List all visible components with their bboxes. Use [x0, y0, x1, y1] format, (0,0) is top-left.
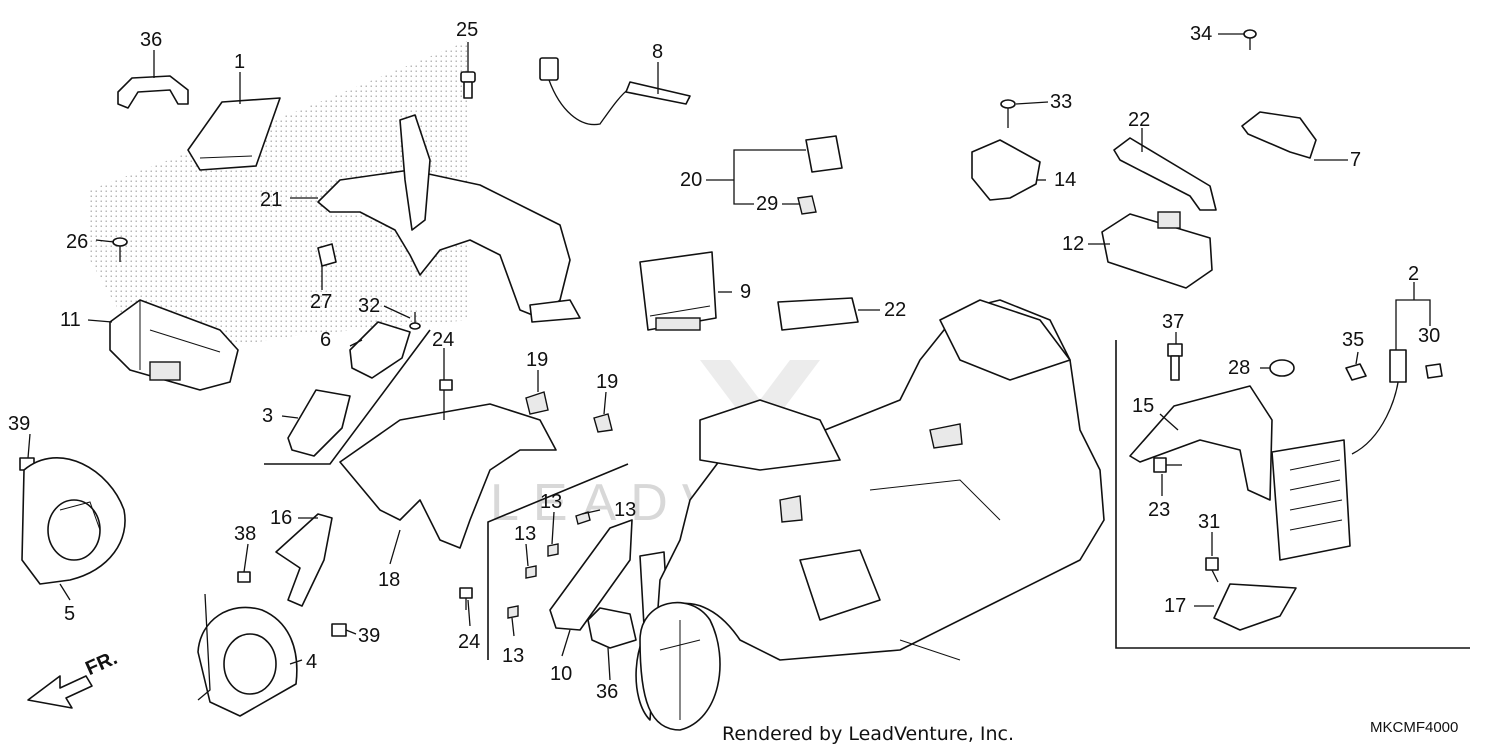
callout-32: 32 — [358, 295, 380, 317]
callout-15: 15 — [1132, 395, 1154, 417]
part-3-relay — [287, 389, 351, 457]
frame-right-section — [1115, 340, 1470, 649]
callout-20: 20 — [680, 169, 702, 191]
callout-37: 37 — [1162, 311, 1184, 333]
callout-27: 27 — [310, 291, 332, 313]
part-19-clip-b — [593, 413, 613, 433]
part-18-bracket — [339, 379, 557, 549]
part-5-horn — [21, 457, 126, 585]
callout-10: 10 — [550, 663, 572, 685]
part-20-relay — [797, 135, 843, 215]
part-17-cover — [1213, 583, 1297, 631]
callout-22-top: 22 — [1128, 109, 1150, 131]
part-16-bracket — [275, 513, 333, 607]
direction-label: FR. — [82, 647, 120, 680]
callout-36-top: 36 — [140, 29, 162, 51]
part-30-terminal — [1425, 363, 1443, 379]
part-6-relay — [349, 321, 411, 379]
callout-6: 6 — [320, 329, 331, 351]
callout-9: 9 — [740, 281, 751, 303]
callout-33: 33 — [1050, 91, 1072, 113]
part-27-clip — [317, 243, 337, 267]
part-28-clamp — [1269, 359, 1295, 377]
part-39-screw-right — [331, 623, 347, 637]
callout-2: 2 — [1408, 263, 1419, 285]
part-22-cover-top — [1113, 137, 1217, 211]
callout-19-a: 19 — [526, 349, 548, 371]
callout-3: 3 — [262, 405, 273, 427]
part-8-harness — [539, 57, 691, 126]
callouts: 36 1 25 8 34 33 22 7 14 20 29 12 21 26 1… — [8, 19, 1440, 703]
part-7-bracket — [1241, 29, 1317, 159]
part-23-bolt — [1153, 457, 1182, 473]
callout-34: 34 — [1190, 23, 1212, 45]
part-10-cover — [549, 519, 633, 631]
callout-29: 29 — [756, 193, 778, 215]
callout-18: 18 — [378, 569, 400, 591]
callout-25: 25 — [456, 19, 478, 41]
part-2-regulator — [1271, 349, 1407, 561]
callout-26: 26 — [66, 231, 88, 253]
callout-13-d: 13 — [502, 645, 524, 667]
callout-17: 17 — [1164, 595, 1186, 617]
part-38-bolt — [237, 571, 251, 583]
callout-36-bottom: 36 — [596, 681, 618, 703]
callout-7: 7 — [1350, 149, 1361, 171]
callout-4: 4 — [306, 651, 317, 673]
part-9-ecu — [639, 251, 717, 331]
part-21-bracket-assembly — [317, 114, 581, 323]
callout-35: 35 — [1342, 329, 1364, 351]
part-24-bolt — [459, 587, 473, 610]
part-36-clip-top — [117, 75, 189, 109]
motorcycle-outline — [635, 299, 1105, 731]
part-35-nut — [1345, 363, 1367, 381]
callout-23: 23 — [1148, 499, 1170, 521]
part-12-module — [1101, 211, 1213, 289]
callout-22-mid: 22 — [884, 299, 906, 321]
part-11-control-unit — [109, 299, 239, 391]
callout-1: 1 — [234, 51, 245, 73]
part-1-module — [187, 97, 281, 171]
callout-30: 30 — [1418, 325, 1440, 347]
rendered-by-text: Rendered by LeadVenture, Inc. — [722, 723, 1014, 745]
part-13-clips — [507, 511, 591, 619]
callout-19-b: 19 — [596, 371, 618, 393]
diagram-code: MKCMF4000 — [1370, 719, 1458, 736]
part-19-clip-a — [525, 391, 549, 415]
part-31-screw — [1205, 557, 1219, 583]
part-14-sensor — [971, 99, 1041, 201]
callout-8: 8 — [652, 41, 663, 63]
callout-38: 38 — [234, 523, 256, 545]
direction-arrow — [27, 675, 93, 709]
callout-5: 5 — [64, 603, 75, 625]
callout-13-c: 13 — [514, 523, 536, 545]
callout-12: 12 — [1062, 233, 1084, 255]
callout-24-top: 24 — [432, 329, 454, 351]
frame-cover-section — [487, 463, 629, 660]
part-22-cover-right — [777, 297, 859, 331]
shaded-region — [90, 40, 470, 345]
callout-13-b: 13 — [614, 499, 636, 521]
part-4-horn — [197, 593, 298, 717]
callout-13-a: 13 — [540, 491, 562, 513]
callout-39-right: 39 — [358, 625, 380, 647]
part-37-bolt — [1167, 343, 1183, 381]
callout-14: 14 — [1054, 169, 1076, 191]
callout-11: 11 — [60, 309, 81, 331]
callout-28: 28 — [1228, 357, 1250, 379]
part-32-screw — [409, 312, 421, 330]
frame-relay-section — [264, 329, 431, 465]
leader-lines — [27, 33, 1431, 681]
callout-16: 16 — [270, 507, 292, 529]
callout-31: 31 — [1198, 511, 1220, 533]
callout-21: 21 — [260, 189, 282, 211]
callout-24-bottom: 24 — [458, 631, 480, 653]
part-15-bracket — [1129, 385, 1273, 501]
callout-39-left: 39 — [8, 413, 30, 435]
